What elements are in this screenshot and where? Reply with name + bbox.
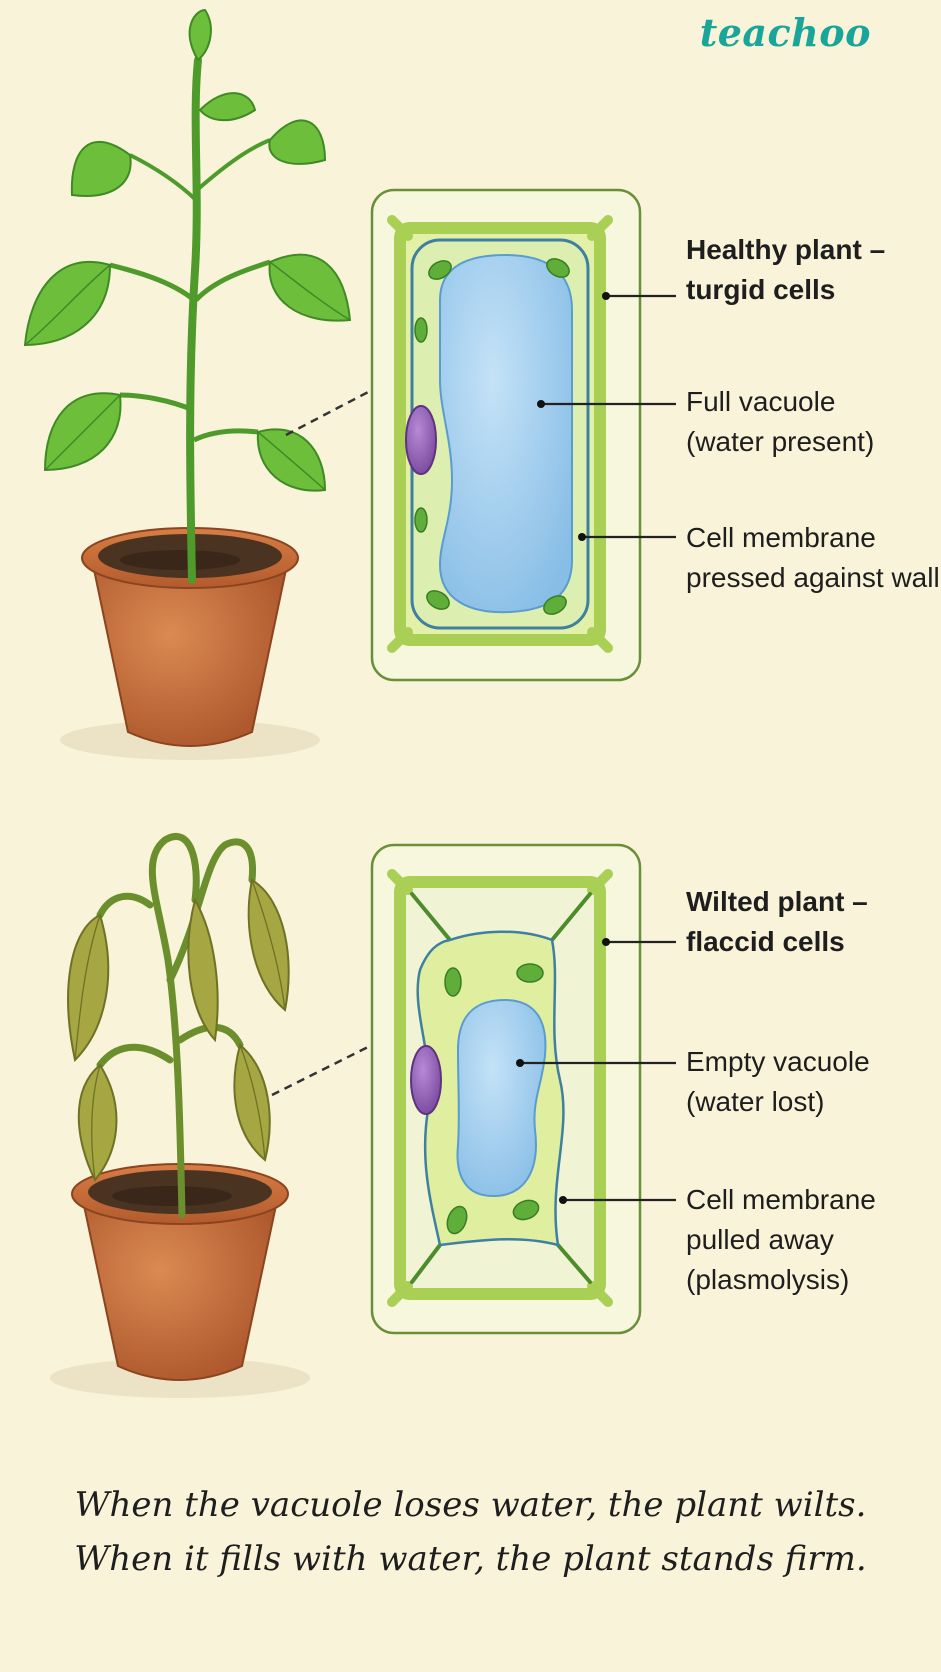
empty-vacuole-label: Empty vacuole (water lost) [686, 1042, 870, 1122]
membrane-pulled-label: Cell membrane pulled away (plasmolysis) [686, 1180, 876, 1300]
membrane-pulled-line1: Cell membrane [686, 1184, 876, 1215]
caption-line1: When the vacuole loses water, the plant … [74, 1485, 867, 1525]
teachoo-logo: teachoo [699, 10, 871, 55]
empty-vacuole-line1: Empty vacuole [686, 1046, 870, 1077]
membrane-pressed-label: Cell membrane pressed against wall [686, 518, 940, 598]
flaccid-cell-diagram [271, 843, 676, 1335]
full-vacuole-line2: (water present) [686, 426, 875, 457]
wilted-title-line1: Wilted plant – [686, 886, 868, 917]
healthy-title-line1: Healthy plant – [686, 234, 886, 265]
wilted-plant [50, 833, 310, 1398]
membrane-pulled-line2: pulled away [686, 1224, 834, 1255]
turgid-cell-diagram [285, 188, 676, 682]
full-vacuole-line1: Full vacuole [686, 386, 836, 417]
full-vacuole-label: Full vacuole (water present) [686, 382, 874, 462]
wilted-title-line2: flaccid cells [686, 926, 845, 957]
caption-line2: When it fills with water, the plant stan… [74, 1539, 867, 1579]
empty-vacuole-line2: (water lost) [686, 1086, 825, 1117]
membrane-pressed-line1: Cell membrane [686, 522, 876, 553]
membrane-pulled-line3: (plasmolysis) [686, 1264, 850, 1295]
membrane-pressed-line2: pressed against wall [686, 562, 940, 593]
healthy-title: Healthy plant – turgid cells [686, 230, 885, 310]
wilted-title: Wilted plant – flaccid cells [686, 882, 868, 962]
caption: When the vacuole loses water, the plant … [0, 1478, 941, 1586]
healthy-title-line2: turgid cells [686, 274, 836, 305]
healthy-plant [23, 8, 352, 760]
